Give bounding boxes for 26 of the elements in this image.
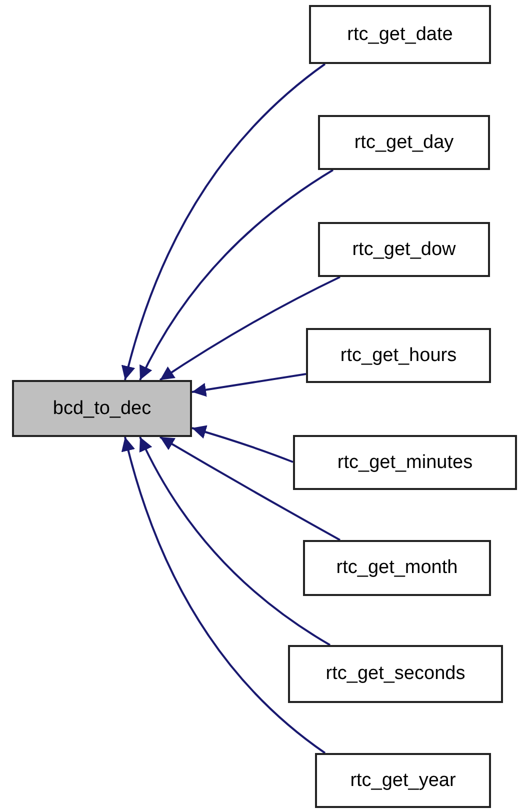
function-box — [318, 115, 490, 170]
function-box — [306, 328, 491, 383]
function-name: rtc_get_month — [336, 557, 458, 579]
function-box — [318, 222, 490, 277]
arrow — [160, 436, 340, 541]
function-box — [303, 540, 491, 596]
function-box — [288, 645, 503, 703]
arrow — [192, 373, 306, 397]
function-name: rtc_get_seconds — [326, 663, 466, 685]
function-name: rtc_get_day — [354, 132, 454, 154]
arrow — [122, 436, 326, 754]
function-box — [315, 753, 491, 808]
arrow — [159, 276, 340, 381]
function-name: rtc_get_hours — [340, 344, 457, 366]
arrow — [122, 63, 326, 380]
arrow — [139, 169, 334, 380]
arrow — [192, 425, 294, 463]
function-box — [309, 5, 491, 64]
function-name: bcd_to_dec — [52, 398, 152, 420]
function-name: rtc_get_minutes — [337, 452, 473, 474]
highlighted-function-box — [12, 380, 192, 437]
arrow — [139, 436, 331, 646]
function-name: rtc_get_date — [347, 24, 453, 46]
function-name: rtc_get_dow — [352, 238, 456, 260]
function-name: rtc_get_year — [350, 770, 456, 792]
function-box — [293, 435, 517, 490]
